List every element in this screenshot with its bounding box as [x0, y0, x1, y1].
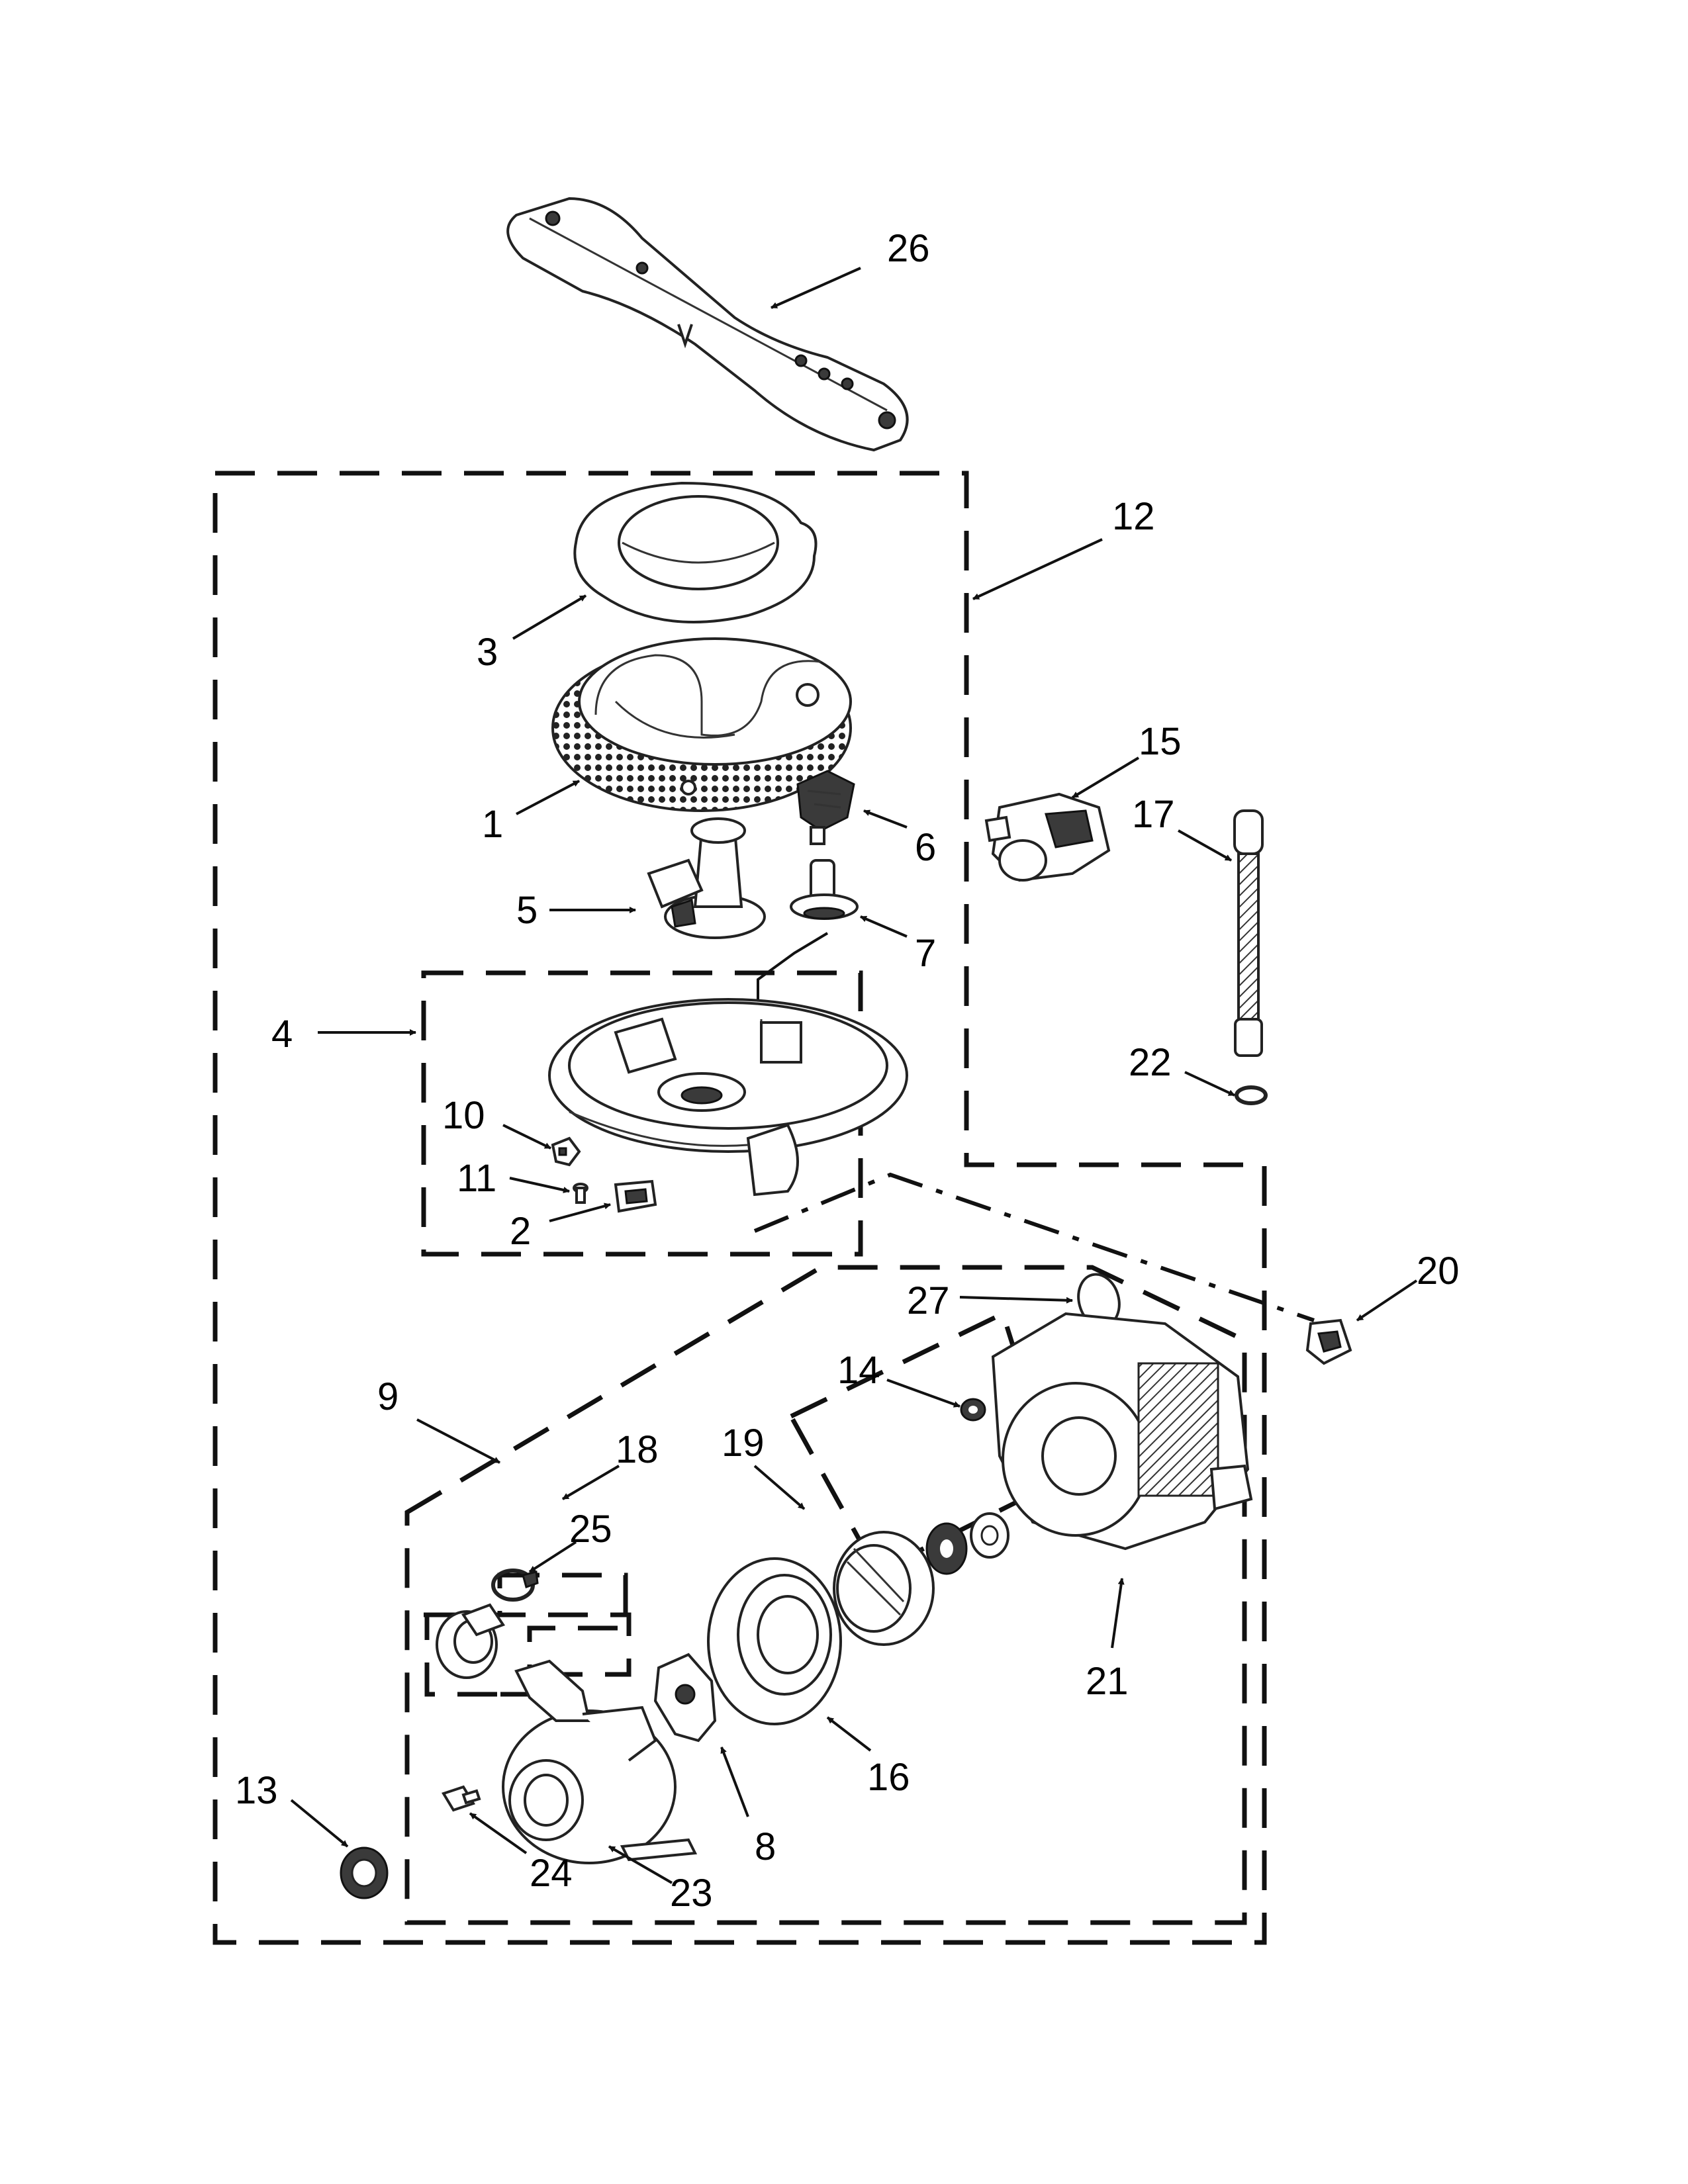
group-18-box-shape	[424, 1612, 632, 1697]
screw-part-11[interactable]	[573, 1183, 588, 1204]
callout-3: 3	[477, 631, 498, 674]
callout-6: 6	[915, 826, 936, 869]
callout-7: 7	[915, 932, 936, 975]
fitting-part-18[interactable]	[436, 1603, 506, 1679]
callout-18: 18	[616, 1428, 659, 1471]
housing-part-16[interactable]	[707, 1557, 842, 1725]
drain-pump-part-15[interactable]	[984, 792, 1111, 882]
nut-part-14[interactable]	[960, 1398, 986, 1422]
callout-27: 27	[907, 1279, 950, 1322]
connector-line	[753, 1172, 1315, 1322]
callout-14: 14	[837, 1349, 880, 1392]
callout-12: 12	[1112, 495, 1155, 538]
callout-23: 23	[670, 1872, 713, 1915]
callout-15: 15	[1139, 720, 1182, 763]
seal-part-13[interactable]	[340, 1846, 389, 1899]
hose-part-17[interactable]	[1233, 809, 1264, 1057]
float-wire	[757, 932, 829, 1009]
callout-1: 1	[482, 803, 503, 846]
leader-arrows	[290, 267, 1418, 1884]
group-9-box	[404, 1265, 1247, 1925]
plate-part-8[interactable]	[653, 1653, 717, 1743]
callout-10: 10	[442, 1094, 485, 1137]
clamp-part-25[interactable]	[491, 1569, 539, 1602]
float-part-7[interactable]	[790, 859, 859, 920]
filter-assembly-part-1[interactable]	[551, 637, 852, 812]
callout-4: 4	[271, 1013, 293, 1056]
callout-5: 5	[516, 889, 538, 932]
impeller-part-19[interactable]	[833, 1512, 1009, 1646]
callout-22: 22	[1129, 1041, 1172, 1084]
clamp-part-22[interactable]	[1235, 1085, 1268, 1105]
spray-arm-part-26[interactable]	[506, 197, 909, 452]
clip-part-10[interactable]	[551, 1136, 581, 1167]
callout-16: 16	[867, 1756, 910, 1799]
callout-19: 19	[722, 1422, 765, 1465]
callout-24: 24	[530, 1852, 573, 1895]
filter-cover-part-3[interactable]	[573, 481, 818, 623]
callout-26: 26	[887, 227, 930, 270]
callout-13: 13	[235, 1769, 278, 1812]
callout-labels: 26 12 3 1 6 7 5 15 17 22 4 10 11 2 20 27…	[235, 227, 1460, 1915]
sensor-part-20[interactable]	[1305, 1318, 1352, 1365]
screw-part-24[interactable]	[442, 1785, 481, 1812]
callout-11: 11	[457, 1157, 496, 1200]
sensor-part-6[interactable]	[796, 770, 855, 845]
diverter-part-5[interactable]	[647, 817, 766, 939]
callout-8: 8	[755, 1825, 776, 1868]
callout-21: 21	[1086, 1660, 1129, 1703]
sump-part-4[interactable]	[548, 998, 908, 1197]
group-12-box	[212, 471, 1267, 1945]
callout-20: 20	[1417, 1250, 1460, 1293]
pump-part-23[interactable]	[502, 1659, 698, 1864]
group-4-box	[421, 970, 863, 1257]
callout-17: 17	[1132, 793, 1175, 836]
callout-9: 9	[377, 1375, 399, 1418]
callout-25: 25	[569, 1508, 612, 1551]
callout-2: 2	[510, 1210, 531, 1253]
motor-part-21[interactable]	[991, 1312, 1253, 1551]
connector-part-2[interactable]	[614, 1179, 657, 1213]
